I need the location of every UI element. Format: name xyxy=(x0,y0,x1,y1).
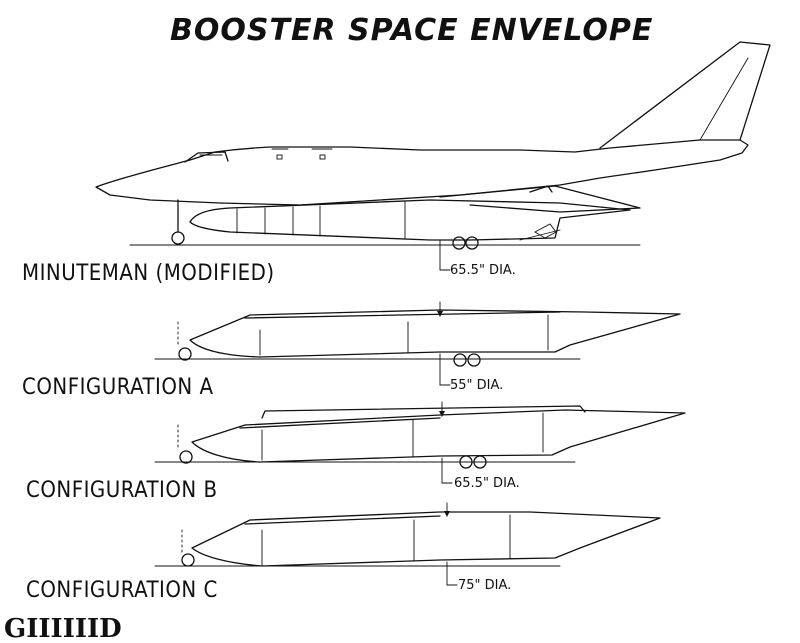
envelope-c-nose-wheel xyxy=(181,553,195,567)
window-2 xyxy=(319,154,326,160)
section-label-config-c: CONFIGURATION C xyxy=(26,578,218,603)
tail-fin xyxy=(599,41,771,149)
brand-logo: GIIIIIID xyxy=(4,614,122,643)
envelope-b-nose-wheel xyxy=(179,450,193,464)
envelope-b-spine xyxy=(261,405,586,419)
envelope-b-top-edge xyxy=(239,417,441,429)
missile-body xyxy=(189,199,631,241)
window-1 xyxy=(276,154,283,160)
main-wheel-1 xyxy=(452,236,466,250)
configuration-a-envelope xyxy=(154,301,681,386)
configuration-c-envelope xyxy=(154,502,661,586)
envelope-c-outline xyxy=(191,511,661,567)
envelope-a-main-wheel-1 xyxy=(453,353,467,367)
ground-slope xyxy=(519,229,561,241)
diagram-title: BOOSTER SPACE ENVELOPE xyxy=(170,13,653,48)
wing xyxy=(439,185,641,213)
section-label-config-a: CONFIGURATION A xyxy=(22,375,214,400)
envelope-a-top-edge xyxy=(244,311,561,319)
envelope-a-nose-wheel xyxy=(178,347,192,361)
diameter-label-config-b: 65.5" DIA. xyxy=(454,476,520,491)
envelope-c-arrow-head xyxy=(444,511,450,517)
envelope-c-top-edge xyxy=(244,515,441,525)
minuteman-aircraft xyxy=(95,41,771,271)
canopy xyxy=(184,151,229,163)
section-label-config-b: CONFIGURATION B xyxy=(26,478,218,503)
envelope-a-main-wheel-2 xyxy=(467,353,481,367)
tail-fin-edge xyxy=(699,57,749,141)
fuselage-upper xyxy=(95,139,749,206)
wing-fence xyxy=(529,185,553,193)
diameter-label-config-a: 55" DIA. xyxy=(450,378,503,393)
nose-wheel xyxy=(171,231,185,245)
tail-bumper xyxy=(534,223,557,239)
envelope-b-arrow-head xyxy=(439,411,445,417)
configuration-b-envelope xyxy=(154,401,686,484)
diameter-label-config-c: 75" DIA. xyxy=(458,578,511,593)
section-label-minuteman: MINUTEMAN (MODIFIED) xyxy=(22,261,275,286)
diameter-label-minuteman: 65.5" DIA. xyxy=(450,263,516,278)
main-wheel-2 xyxy=(465,236,479,250)
envelope-a-arrow-head xyxy=(437,311,443,317)
envelope-a-outline xyxy=(189,309,681,358)
